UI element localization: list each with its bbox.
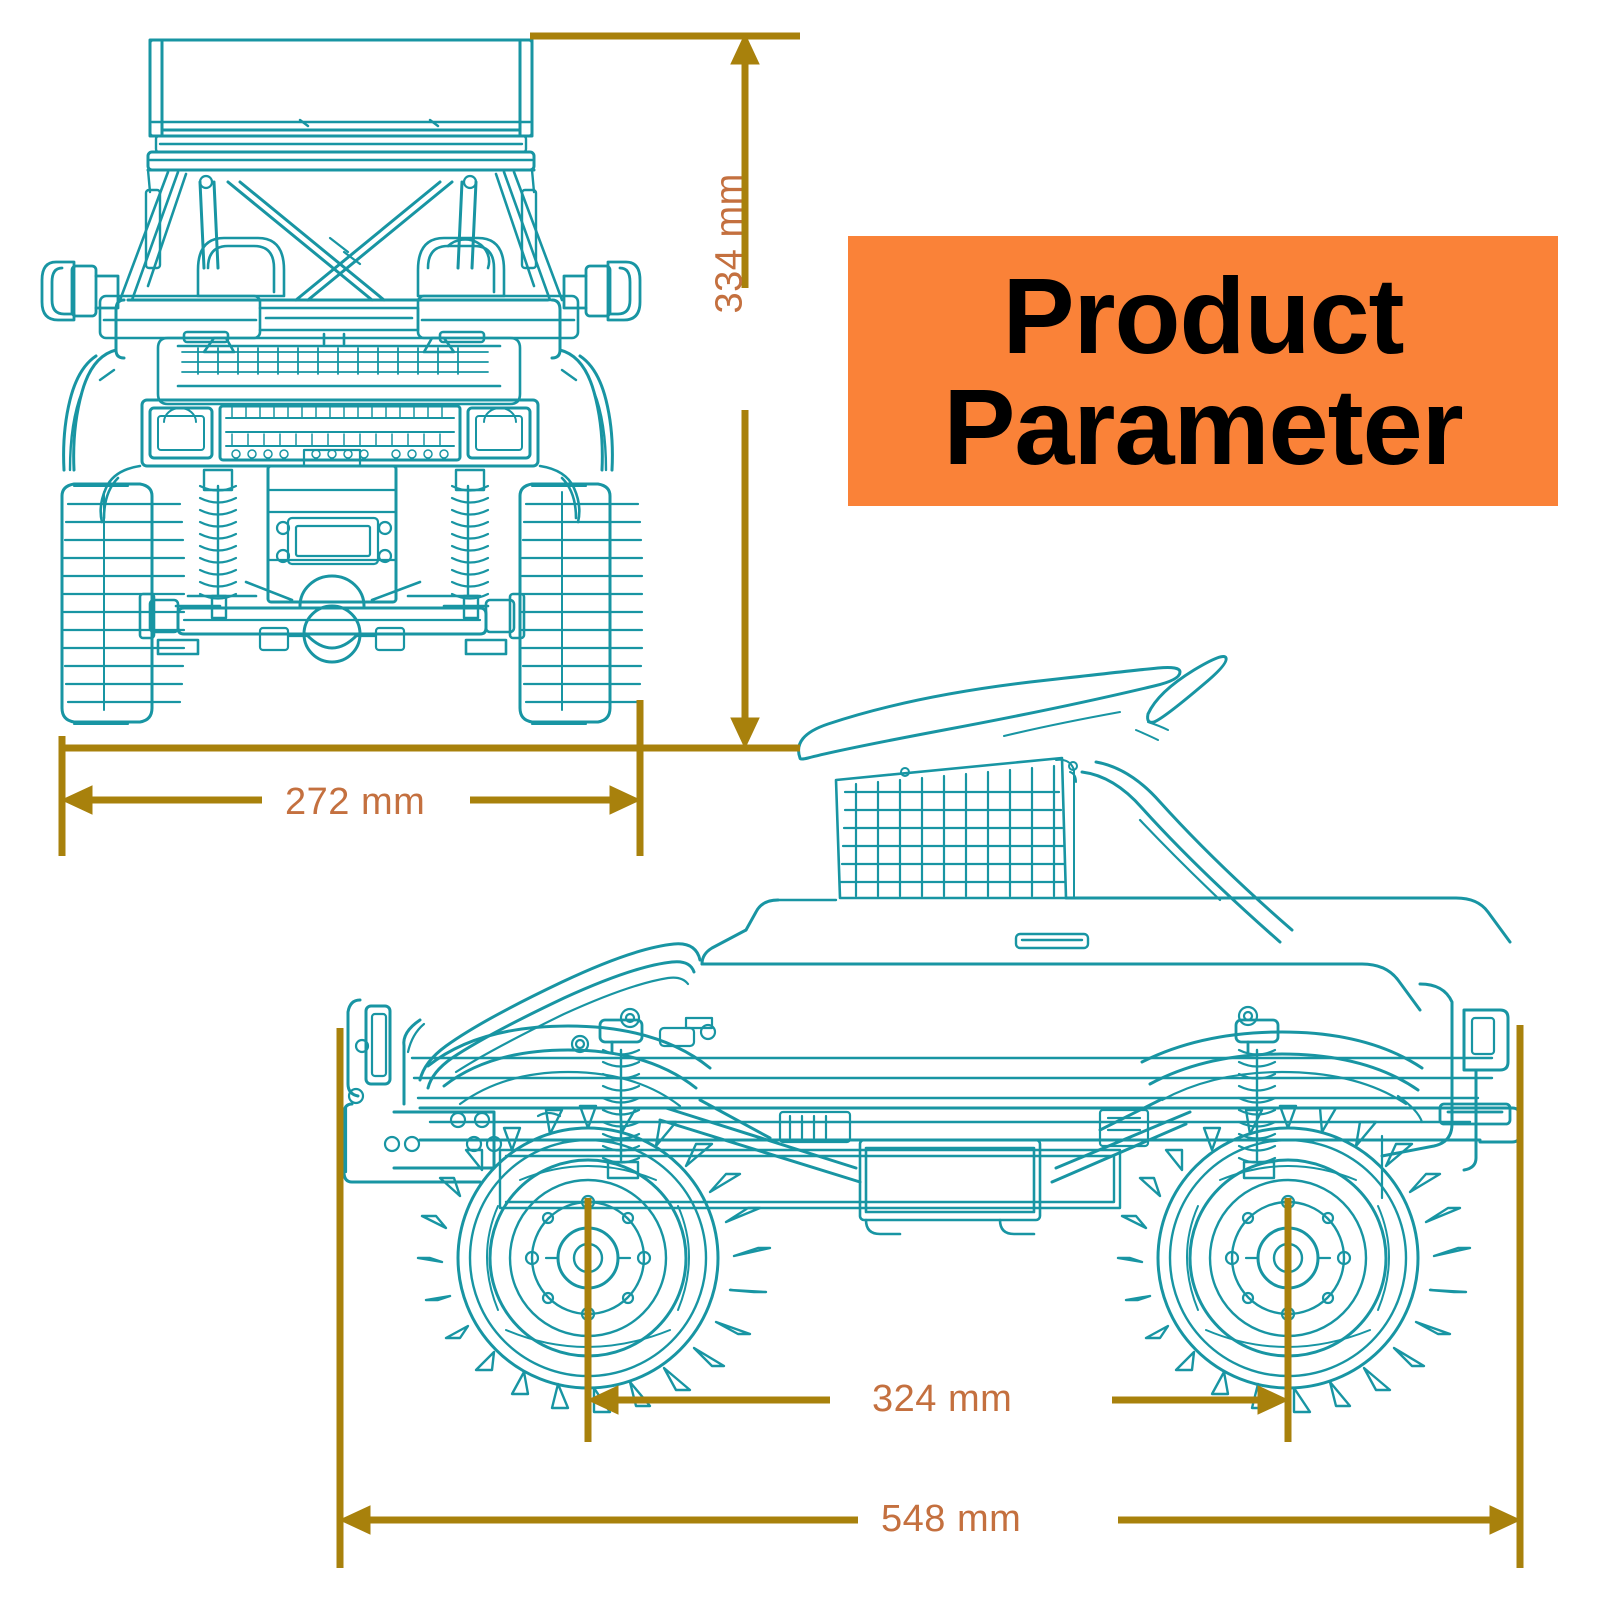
dimension-width-272 <box>58 700 644 856</box>
side-front-wheel <box>416 1104 772 1414</box>
dimension-label-height: 334 mm <box>708 173 751 314</box>
side-view-drawing <box>342 655 1522 1414</box>
dimension-height-334 <box>62 32 800 752</box>
dimension-label-width: 272 mm <box>285 781 426 823</box>
dimension-label-wheelbase: 324 mm <box>872 1378 1013 1420</box>
front-left-tire <box>60 482 154 724</box>
front-right-tire <box>518 482 612 724</box>
dimension-length-548 <box>336 1025 1524 1568</box>
front-view-drawing <box>40 38 644 725</box>
side-rear-wheel <box>1116 1104 1472 1414</box>
dimension-wheelbase-324 <box>584 1198 1292 1442</box>
product-parameter-banner: Product Parameter <box>848 236 1558 506</box>
dimension-label-length: 548 mm <box>881 1498 1022 1540</box>
banner-line-1: Product <box>1002 254 1404 376</box>
banner-line-2: Parameter <box>943 366 1463 487</box>
dimension-lines-layer <box>58 32 1524 1568</box>
